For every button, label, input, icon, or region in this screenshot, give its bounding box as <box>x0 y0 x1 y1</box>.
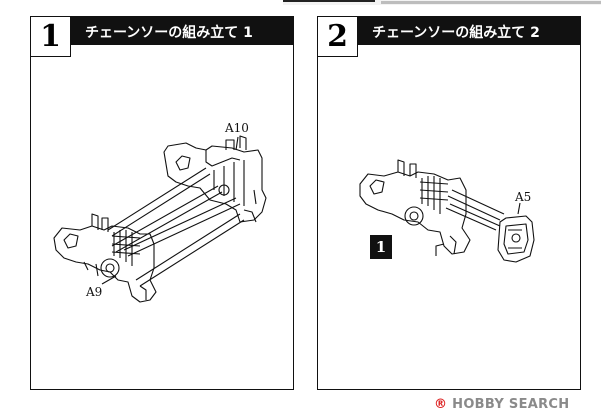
watermark-text: HOBBY SEARCH <box>452 397 570 412</box>
step-1-panel: 1 チェーンソーの組み立て 1 <box>30 16 294 390</box>
step-1-header: 1 チェーンソーの組み立て 1 <box>31 17 293 57</box>
step-2-header: 2 チェーンソーの組み立て 2 <box>318 17 580 57</box>
top-decor-line <box>283 0 601 5</box>
part-label-a9: A9 <box>86 285 103 299</box>
hobby-search-watermark: ® HOBBY SEARCH <box>434 397 569 412</box>
step-2-panel: 2 チェーンソーの組み立て 2 <box>317 16 581 390</box>
step-1-title: チェーンソーの組み立て 1 <box>85 25 253 41</box>
step-2-number: 2 <box>318 17 358 57</box>
part-label-a10: A10 <box>225 121 249 135</box>
step-1-number: 1 <box>31 17 71 57</box>
part-label-a5: A5 <box>515 190 532 204</box>
watermark-mark: ® <box>434 397 448 412</box>
step-2-title: チェーンソーの組み立て 2 <box>372 25 540 41</box>
reference-step-badge: 1 <box>370 235 392 259</box>
